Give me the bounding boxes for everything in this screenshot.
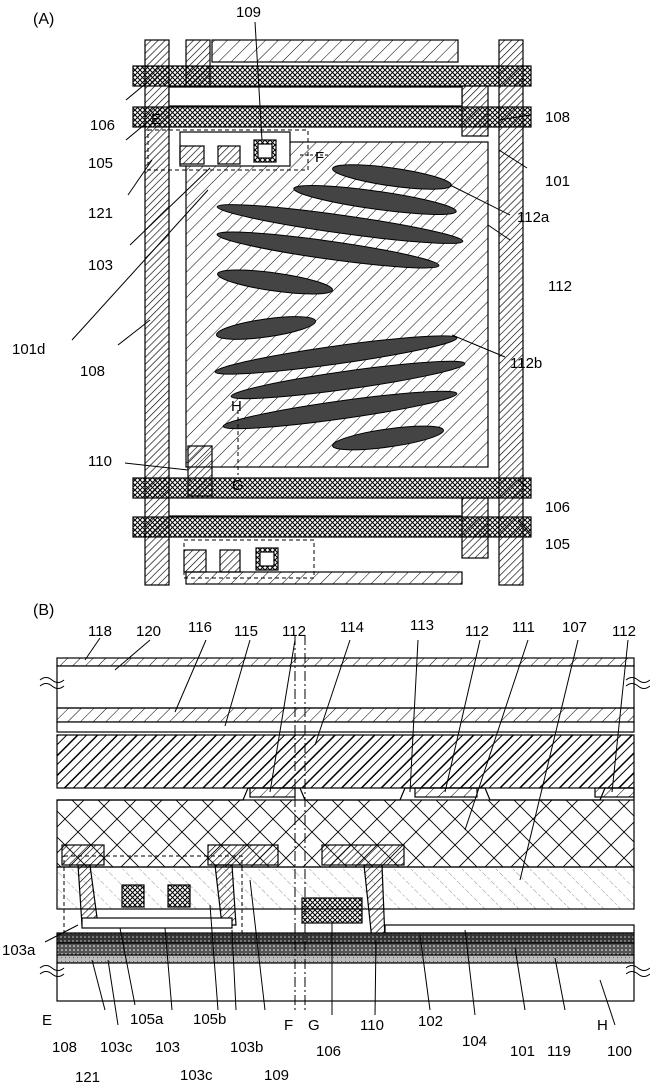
contact-block-2 xyxy=(218,146,240,164)
label-H: H xyxy=(597,1017,608,1034)
contact-bottom-2 xyxy=(220,550,240,572)
label-101: 101 xyxy=(510,1043,535,1060)
right-vertical-line-101 xyxy=(462,86,488,136)
label-103b: 103b xyxy=(230,1039,263,1056)
panel-a: (A) xyxy=(12,4,572,585)
label-103c-1: 103c xyxy=(100,1039,133,1056)
label-103c-2: 103c xyxy=(180,1067,213,1084)
label-F: F xyxy=(284,1017,293,1034)
gap-row-2 xyxy=(169,498,462,516)
label-108-left: 108 xyxy=(80,363,105,380)
source-drain-left xyxy=(62,845,104,865)
electrode-112-a xyxy=(250,788,295,797)
substrate-100 xyxy=(57,963,634,1001)
bottom-electrode-strip xyxy=(186,572,462,584)
bottom-right-vertical xyxy=(462,498,488,558)
layer-119 xyxy=(57,955,634,963)
contact-block-1 xyxy=(180,146,204,164)
label-118: 118 xyxy=(88,623,112,640)
label-119: 119 xyxy=(547,1043,571,1060)
layer-113 xyxy=(57,788,634,800)
layer-120 xyxy=(57,666,634,708)
label-116: 116 xyxy=(188,619,212,636)
panel-a-title: (A) xyxy=(33,11,54,28)
gate-106 xyxy=(302,898,362,923)
label-108-right: 108 xyxy=(545,109,570,126)
label-103: 103 xyxy=(155,1039,180,1056)
label-107: 107 xyxy=(562,619,587,636)
label-E: E xyxy=(151,111,161,128)
panel-b: (B) xyxy=(2,602,650,1086)
drain-109-leg xyxy=(215,865,236,925)
label-E: E xyxy=(42,1012,52,1029)
label-111: 111 xyxy=(512,619,535,636)
label-121: 121 xyxy=(88,205,113,222)
label-106-bottom: 106 xyxy=(545,499,570,516)
label-109: 109 xyxy=(236,4,261,21)
label-110: 110 xyxy=(88,453,112,470)
label-102: 102 xyxy=(418,1013,443,1030)
layer-104 xyxy=(385,925,634,933)
label-G: G xyxy=(308,1017,320,1034)
gap-row-1 xyxy=(169,87,462,106)
label-100: 100 xyxy=(607,1043,632,1060)
label-121: 121 xyxy=(75,1069,100,1086)
layer-114 xyxy=(57,735,634,788)
gate-105a xyxy=(122,885,144,907)
label-103a: 103a xyxy=(2,942,36,959)
label-120: 120 xyxy=(136,623,161,640)
label-114: 114 xyxy=(340,619,364,636)
layer-115 xyxy=(57,722,634,732)
layer-116 xyxy=(57,708,634,722)
label-112-1: 112 xyxy=(282,623,306,640)
drain-109 xyxy=(208,845,278,865)
label-109: 109 xyxy=(264,1067,289,1084)
gate-105b xyxy=(168,885,190,907)
label-F: F xyxy=(315,149,324,166)
label-101d: 101d xyxy=(12,341,45,358)
top-vertical-line xyxy=(186,40,210,88)
signal-line-108-right xyxy=(499,40,523,585)
label-106: 106 xyxy=(316,1043,341,1060)
connector-110 xyxy=(188,446,212,496)
contact-hole-bottom xyxy=(260,552,274,566)
top-pixel-area xyxy=(212,40,458,62)
contact-hole-109 xyxy=(258,144,272,158)
label-110: 110 xyxy=(360,1017,384,1034)
label-108: 108 xyxy=(52,1039,77,1056)
semiconductor-103 xyxy=(82,918,232,928)
label-105a: 105a xyxy=(130,1011,164,1028)
label-112-2: 112 xyxy=(465,623,489,640)
label-112: 112 xyxy=(548,278,572,295)
label-101: 101 xyxy=(545,173,570,190)
layer-102 xyxy=(57,933,634,943)
contact-bottom-1 xyxy=(184,550,206,572)
label-112-3: 112 xyxy=(612,623,636,640)
label-105-bottom: 105 xyxy=(545,536,570,553)
label-106: 106 xyxy=(90,117,115,134)
label-105b: 105b xyxy=(193,1011,226,1028)
label-112a: 112a xyxy=(517,209,550,226)
layer-118 xyxy=(57,658,634,666)
label-G: G xyxy=(232,477,244,494)
label-112b: 112b xyxy=(510,355,542,372)
label-105: 105 xyxy=(88,155,113,172)
label-H: H xyxy=(231,398,242,415)
panel-b-title: (B) xyxy=(33,602,54,619)
label-113: 113 xyxy=(410,617,434,634)
electrode-112-c xyxy=(595,788,634,797)
label-103: 103 xyxy=(88,257,113,274)
layer-101 xyxy=(57,943,634,955)
label-115: 115 xyxy=(234,623,258,640)
label-104: 104 xyxy=(462,1033,487,1050)
source-drain-right xyxy=(322,845,404,865)
